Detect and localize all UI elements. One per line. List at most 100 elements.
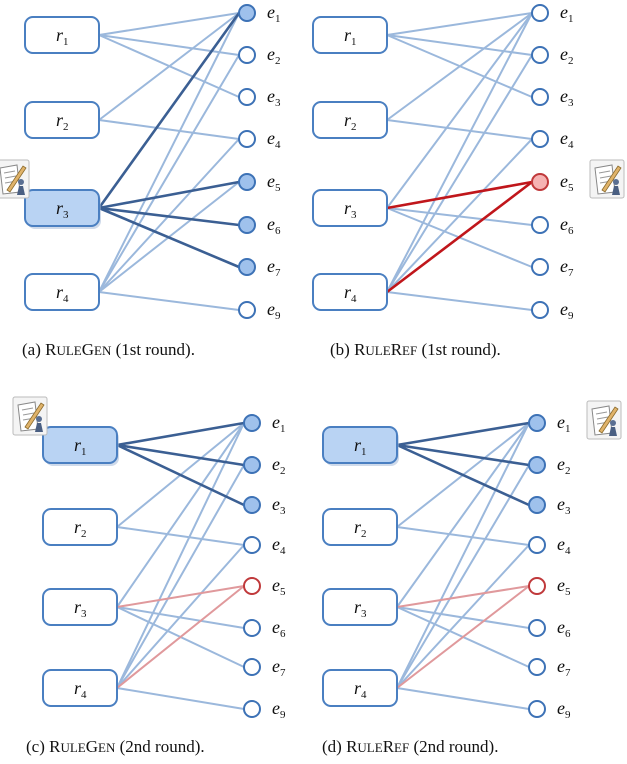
edge-r3-e1 <box>386 12 533 209</box>
edge-r4-e2 <box>98 54 240 293</box>
entity-node-e5[interactable]: e5 <box>243 575 286 598</box>
panel-caption: (c) RULEGEN (2nd round). <box>26 737 205 756</box>
entity-label: e6 <box>560 214 574 237</box>
rule-node-r2[interactable]: r2 <box>322 508 398 546</box>
entity-node-e3[interactable]: e3 <box>243 494 286 517</box>
rule-node-r4[interactable]: r4 <box>24 273 100 311</box>
rule-node-r2[interactable]: r2 <box>24 101 100 139</box>
entity-label: e1 <box>560 2 574 25</box>
rule-node-r1[interactable]: r1 <box>24 16 100 54</box>
expert-annotator-icon <box>586 400 622 440</box>
rule-node-r4[interactable]: r4 <box>42 669 118 707</box>
entity-label: e3 <box>267 86 281 109</box>
edge-r4-e1 <box>396 422 530 689</box>
edge-r4-e9 <box>98 291 240 311</box>
entity-node-e3[interactable]: e3 <box>531 86 574 109</box>
entity-node-e9[interactable]: e9 <box>528 698 571 721</box>
entity-node-e4[interactable]: e4 <box>243 534 286 557</box>
rule-node-r1[interactable]: r1 <box>322 426 399 466</box>
entity-node-e1[interactable]: e1 <box>531 2 574 25</box>
entity-node-e2[interactable]: e2 <box>243 454 286 477</box>
entity-node-e5[interactable]: e5 <box>531 171 574 194</box>
entity-node-e6[interactable]: e6 <box>243 617 286 640</box>
entity-label: e3 <box>272 494 286 517</box>
rule-label: r2 <box>74 517 87 540</box>
rule-node-r2[interactable]: r2 <box>312 101 388 139</box>
entity-node-e4[interactable]: e4 <box>238 128 281 151</box>
rule-node-r4[interactable]: r4 <box>322 669 398 707</box>
rule-node-r3[interactable]: r3 <box>42 588 118 626</box>
entity-label: e4 <box>560 128 574 151</box>
entity-node-e1[interactable]: e1 <box>528 412 571 435</box>
rule-label: r4 <box>354 678 367 701</box>
edge-r1-e3 <box>395 443 531 507</box>
entity-node-e6[interactable]: e6 <box>528 617 571 640</box>
expert-annotator-icon <box>0 159 30 199</box>
edge-r4-e5 <box>116 585 245 689</box>
entity-label: e3 <box>557 494 571 517</box>
rule-node-r4[interactable]: r4 <box>312 273 388 311</box>
rule-label: r1 <box>354 435 367 458</box>
edge-r3-e5 <box>97 180 241 210</box>
rule-node-r3[interactable]: r3 <box>322 588 398 626</box>
edge-r3-e6 <box>97 206 241 227</box>
entity-node-e2[interactable]: e2 <box>531 44 574 67</box>
edge-r4-e5 <box>396 585 530 689</box>
edge-r3-e1 <box>116 422 245 608</box>
entity-node-e9[interactable]: e9 <box>243 698 286 721</box>
entity-node-e7[interactable]: e7 <box>528 656 571 679</box>
entity-node-e4[interactable]: e4 <box>528 534 571 557</box>
rule-label: r2 <box>344 110 357 133</box>
entity-label: e2 <box>272 454 286 477</box>
entity-node-e2[interactable]: e2 <box>528 454 571 477</box>
edge-r4-e2 <box>116 464 245 689</box>
edges <box>115 421 246 710</box>
expert-annotator-icon <box>589 159 625 199</box>
edge-r1-e2 <box>98 34 240 56</box>
entity-label: e2 <box>557 454 571 477</box>
entity-label: e4 <box>272 534 286 557</box>
rule-node-r2[interactable]: r2 <box>42 508 118 546</box>
edge-r2-e4 <box>396 526 530 546</box>
rule-node-r1[interactable]: r1 <box>312 16 388 54</box>
edge-r1-e3 <box>115 443 246 507</box>
entity-node-e1[interactable]: e1 <box>238 2 281 25</box>
entity-node-e6[interactable]: e6 <box>531 214 574 237</box>
entity-node-e7[interactable]: e7 <box>238 256 281 279</box>
rule-label: r3 <box>56 198 69 221</box>
entity-label: e9 <box>557 698 571 721</box>
entity-label: e7 <box>272 656 286 679</box>
entity-node-e6[interactable]: e6 <box>238 214 281 237</box>
entity-node-e7[interactable]: e7 <box>243 656 286 679</box>
entity-node-e4[interactable]: e4 <box>531 128 574 151</box>
entity-node-e3[interactable]: e3 <box>528 494 571 517</box>
edge-r2-e4 <box>116 526 245 546</box>
rule-node-r1[interactable]: r1 <box>42 426 119 466</box>
edges <box>385 12 534 311</box>
entity-node-e9[interactable]: e9 <box>531 299 574 322</box>
edge-r4-e4 <box>116 544 245 689</box>
entity-node-e5[interactable]: e5 <box>238 171 281 194</box>
edge-r3-e1 <box>97 11 241 210</box>
entity-node-e7[interactable]: e7 <box>531 256 574 279</box>
edge-r2-e1 <box>98 12 240 121</box>
entity-label: e9 <box>267 299 281 322</box>
entity-node-e5[interactable]: e5 <box>528 575 571 598</box>
edge-r4-e9 <box>116 687 245 710</box>
entity-label: e4 <box>267 128 281 151</box>
rule-node-r3[interactable]: r3 <box>24 189 101 229</box>
edges <box>395 421 531 710</box>
entity-node-e1[interactable]: e1 <box>243 412 286 435</box>
rule-node-r3[interactable]: r3 <box>312 189 388 227</box>
entity-node-e2[interactable]: e2 <box>238 44 281 67</box>
entity-node-e9[interactable]: e9 <box>238 299 281 322</box>
edge-r2-e1 <box>386 12 533 121</box>
entity-label: e3 <box>560 86 574 109</box>
edge-r4-e1 <box>98 12 240 293</box>
edge-r4-e9 <box>386 291 533 311</box>
edge-r1-e1 <box>395 421 531 447</box>
entity-node-e3[interactable]: e3 <box>238 86 281 109</box>
edge-r4-e9 <box>396 687 530 710</box>
